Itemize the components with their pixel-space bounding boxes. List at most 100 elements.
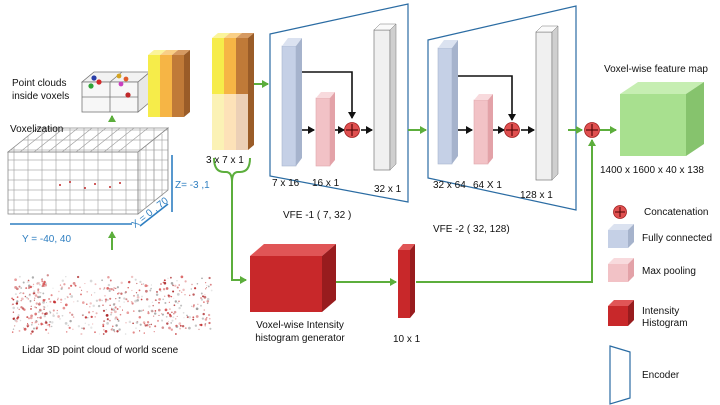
lidar-point <box>115 298 117 300</box>
lidar-point <box>84 316 88 319</box>
lidar-point <box>44 284 48 287</box>
lidar-point <box>180 304 183 307</box>
lidar-point <box>160 313 163 315</box>
lidar-point <box>158 308 161 312</box>
lidar-point <box>32 285 34 288</box>
lidar-point <box>197 303 199 305</box>
lidar-point <box>30 305 32 307</box>
lidar-point <box>80 293 82 296</box>
lidar-point <box>149 289 152 292</box>
lidar-point <box>47 332 50 334</box>
lidar-point <box>42 301 45 304</box>
lidar-point <box>104 298 108 301</box>
lidar-point <box>73 301 75 303</box>
lidar-point <box>154 310 157 312</box>
lidar-point <box>204 318 208 321</box>
lidar-point <box>44 322 47 324</box>
lidar-point <box>136 295 140 299</box>
lidar-point <box>112 308 116 312</box>
lidar-point <box>18 285 21 288</box>
lidar-point <box>119 313 122 316</box>
lidar-point <box>45 320 47 322</box>
lidar-point <box>74 284 77 287</box>
lidar-point <box>65 331 68 333</box>
lidar-point <box>196 283 199 285</box>
lidar-point <box>34 294 38 297</box>
lidar-point <box>182 311 185 314</box>
lidar-point <box>72 316 75 318</box>
lidar-point <box>92 304 95 308</box>
lidar-point <box>20 297 24 301</box>
lidar-point <box>184 294 186 296</box>
lidar-point <box>162 288 166 291</box>
lidar-point <box>186 314 188 317</box>
lidar-point <box>112 289 115 291</box>
lidar-point <box>30 307 32 310</box>
label-vfe2-title: VFE -2 ( 32, 128) <box>433 224 510 235</box>
lidar-point <box>172 290 175 293</box>
lidar-point <box>52 313 54 315</box>
lidar-point <box>69 311 71 314</box>
lidar-point <box>38 308 42 312</box>
lidar-point <box>107 299 109 301</box>
lidar-point <box>107 283 111 287</box>
lidar-point <box>33 290 36 293</box>
lidar-point <box>109 288 111 290</box>
lidar-point <box>118 328 121 331</box>
lidar-point <box>128 320 132 324</box>
legend-fc-swatch <box>608 230 628 248</box>
lidar-point <box>26 297 28 299</box>
lidar-point <box>179 324 182 327</box>
lidar-point <box>22 327 24 329</box>
lidar-point <box>145 289 148 293</box>
lidar-point <box>101 299 103 302</box>
lidar-point <box>69 284 73 287</box>
lidar-point <box>48 323 51 326</box>
label-vfe2-fc: 32 x 64 <box>433 180 466 191</box>
lidar-point <box>204 325 206 327</box>
lidar-point <box>171 311 173 314</box>
lidar-point <box>167 294 170 297</box>
lidar-point <box>116 286 119 289</box>
legend-label-concatenation: Concatenation <box>644 207 709 218</box>
lidar-point <box>84 283 86 285</box>
lidar-point <box>33 327 35 330</box>
label-histogram-dim: 10 x 1 <box>393 334 421 345</box>
lidar-point <box>174 284 177 287</box>
label-voxelization: Voxelization <box>10 124 64 135</box>
lidar-point <box>94 283 97 286</box>
lidar-point <box>146 321 150 324</box>
histogram-vector-bar <box>398 244 415 318</box>
flow-arrows <box>108 80 617 286</box>
lidar-point <box>34 312 38 316</box>
lidar-point <box>37 288 40 291</box>
lidar-point <box>103 320 106 323</box>
lidar-point <box>125 298 128 301</box>
lidar-point <box>204 294 206 296</box>
lidar-point <box>143 323 146 325</box>
lidar-point <box>81 289 83 291</box>
lidar-point <box>12 328 15 330</box>
lidar-point <box>35 326 39 329</box>
lidar-point <box>206 299 210 303</box>
lidar-point <box>206 302 209 305</box>
lidar-point <box>173 310 177 314</box>
lidar-point <box>162 298 165 301</box>
lidar-point <box>210 289 213 292</box>
lidar-point <box>114 331 116 333</box>
lidar-point <box>207 313 211 317</box>
lidar-point <box>32 292 35 295</box>
lidar-point <box>37 289 39 292</box>
lidar-point <box>208 317 211 320</box>
lidar-point <box>173 297 175 299</box>
lidar-point <box>57 297 59 299</box>
lidar-point <box>169 314 172 318</box>
lidar-point <box>15 320 18 323</box>
lidar-point <box>51 321 54 324</box>
lidar-point <box>34 297 36 299</box>
lidar-point <box>12 311 15 313</box>
lidar-point <box>138 289 141 292</box>
lidar-point <box>64 298 66 300</box>
lidar-point <box>171 319 174 322</box>
lidar-point <box>178 289 181 292</box>
